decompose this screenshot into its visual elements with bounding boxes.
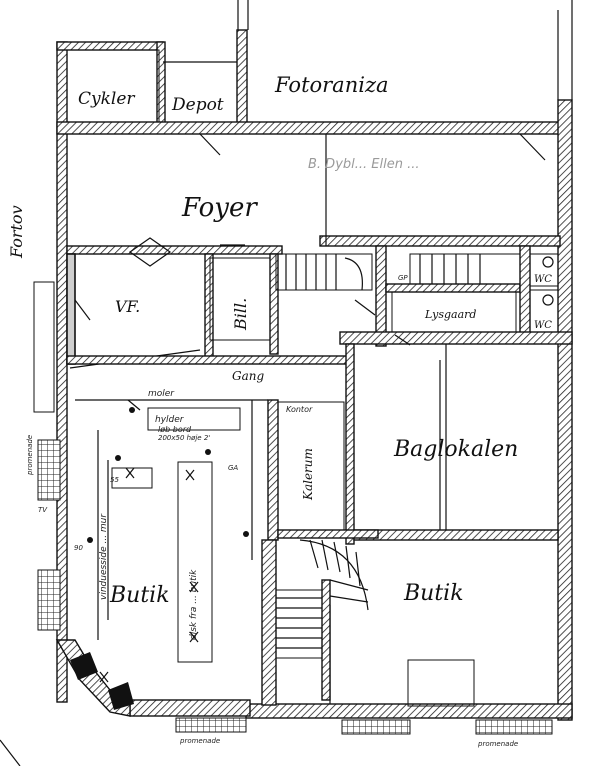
plan-labels: Cykler Depot Fotoraniza Fortov Foyer B. … bbox=[7, 73, 552, 748]
top-rooms bbox=[66, 0, 573, 123]
label-wc2: WC bbox=[534, 320, 552, 331]
center-rooms bbox=[261, 399, 379, 706]
label-fotoraniza: Fotoraniza bbox=[274, 73, 389, 97]
right-rooms bbox=[329, 343, 559, 707]
label-loebord: løb bord bbox=[158, 425, 192, 434]
stair-lysgaard bbox=[275, 245, 573, 347]
label-wc1: WC bbox=[534, 274, 552, 285]
label-55: 55 bbox=[110, 476, 119, 484]
label-loebord-sub: 200x50 høje 2' bbox=[158, 434, 210, 442]
label-promenade2: promenade bbox=[179, 737, 220, 745]
outer-walls bbox=[56, 29, 573, 721]
label-lysgaard: Lysgaard bbox=[424, 308, 476, 321]
foyer-area bbox=[199, 133, 546, 246]
label-moler: moler bbox=[148, 389, 175, 399]
label-gp: GP bbox=[398, 274, 408, 282]
wc-fixtures bbox=[542, 256, 554, 306]
promenade-paving bbox=[0, 281, 553, 766]
label-bill: Bill. bbox=[231, 298, 250, 331]
label-butik-left: Butik bbox=[109, 583, 170, 608]
label-cykler: Cykler bbox=[78, 89, 135, 109]
label-baglokalen: Baglokalen bbox=[393, 437, 518, 462]
label-promenade3: promenade bbox=[477, 740, 518, 748]
label-90: 90 bbox=[74, 544, 83, 552]
left-butik bbox=[55, 399, 268, 717]
label-butik-right: Butik bbox=[403, 581, 464, 606]
label-vinduesside: vinduesside ... mur bbox=[99, 513, 109, 600]
label-disk: disk fra ... butik bbox=[189, 569, 199, 640]
label-tv: TV bbox=[38, 506, 48, 514]
label-kalerum: Kalerum bbox=[301, 448, 315, 501]
label-faded: B. Dybl... Ellen ... bbox=[308, 157, 419, 172]
label-fortov: Fortov bbox=[7, 205, 26, 259]
label-depot: Depot bbox=[171, 95, 224, 115]
label-vf: VF. bbox=[115, 297, 140, 316]
label-hylder: hylder bbox=[155, 415, 185, 425]
label-foyer: Foyer bbox=[181, 193, 258, 223]
label-gang: Gang bbox=[232, 369, 264, 383]
label-kontor: Kontor bbox=[286, 405, 313, 414]
label-ga: GA bbox=[228, 464, 238, 472]
label-promenade1: promenade bbox=[26, 435, 34, 476]
middle-left-rooms bbox=[66, 237, 348, 369]
